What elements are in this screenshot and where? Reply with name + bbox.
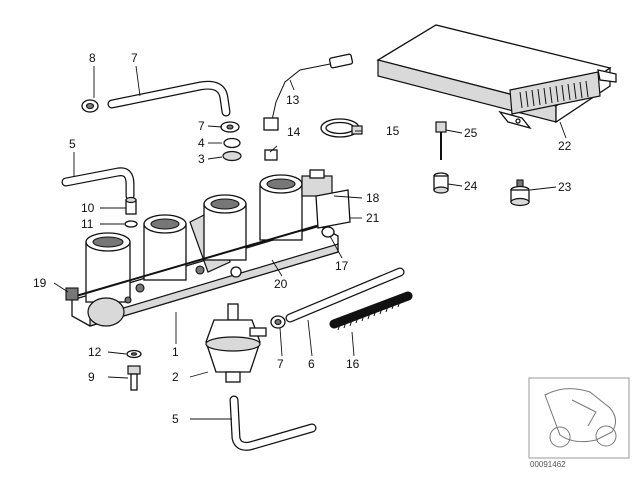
callout-1[interactable]: 1 bbox=[172, 345, 179, 359]
document-number: 00091462 bbox=[530, 460, 566, 469]
inset-thumbnail bbox=[528, 377, 630, 459]
callout-16[interactable]: 16 bbox=[346, 357, 360, 371]
hose-5-top bbox=[61, 167, 135, 201]
callout-7b[interactable]: 7 bbox=[277, 357, 284, 371]
sensor-10 bbox=[126, 349, 142, 391]
callout-25[interactable]: 25 bbox=[464, 126, 478, 140]
callout-9[interactable]: 8 bbox=[89, 51, 96, 65]
callout-20[interactable]: 20 bbox=[274, 277, 288, 291]
callout-2[interactable]: 2 bbox=[172, 370, 179, 384]
callout-7a[interactable]: 7 bbox=[198, 119, 205, 133]
callout-3[interactable]: 3 bbox=[198, 152, 205, 166]
callout-12b[interactable]: 12 bbox=[88, 345, 102, 359]
part-14 bbox=[264, 149, 278, 161]
callout-13[interactable]: 13 bbox=[286, 93, 300, 107]
clip-9 bbox=[81, 99, 99, 113]
callout-6[interactable]: 6 bbox=[308, 357, 315, 371]
callout-11[interactable]: 10 bbox=[81, 201, 95, 215]
callout-5a[interactable]: 5 bbox=[69, 137, 76, 151]
callout-5b[interactable]: 5 bbox=[172, 412, 179, 426]
screw-11 bbox=[124, 196, 138, 228]
washer-stack bbox=[220, 121, 242, 162]
clip-7-lower bbox=[270, 315, 286, 329]
sensor-13 bbox=[263, 53, 354, 131]
callout-10[interactable]: 9 bbox=[88, 370, 95, 384]
hose-8 bbox=[107, 80, 231, 117]
sensor-25 bbox=[435, 121, 447, 160]
callout-21[interactable]: 21 bbox=[366, 211, 380, 225]
hose-6 bbox=[285, 267, 405, 323]
callout-8[interactable]: 7 bbox=[131, 51, 138, 65]
control-unit-22 bbox=[376, 24, 617, 130]
callout-19[interactable]: 19 bbox=[33, 276, 47, 290]
callout-18[interactable]: 18 bbox=[366, 191, 380, 205]
callout-14[interactable]: 14 bbox=[287, 125, 301, 139]
callout-24[interactable]: 24 bbox=[464, 179, 478, 193]
throttle-body-assembly-1 bbox=[65, 169, 351, 327]
callout-17[interactable]: 17 bbox=[335, 259, 349, 273]
callout-22[interactable]: 22 bbox=[558, 139, 572, 153]
callout-12a[interactable]: 11 bbox=[81, 217, 94, 231]
part-24 bbox=[433, 172, 449, 194]
spring-16 bbox=[329, 291, 413, 331]
hose-5-bottom bbox=[229, 395, 317, 451]
callout-4[interactable]: 4 bbox=[198, 136, 205, 150]
clamp-15 bbox=[320, 118, 363, 138]
callout-15[interactable]: 15 bbox=[386, 124, 400, 138]
pressure-regulator-2 bbox=[205, 303, 267, 383]
leader-lines bbox=[53, 65, 567, 420]
callout-23[interactable]: 23 bbox=[558, 180, 572, 194]
part-23 bbox=[510, 179, 530, 207]
